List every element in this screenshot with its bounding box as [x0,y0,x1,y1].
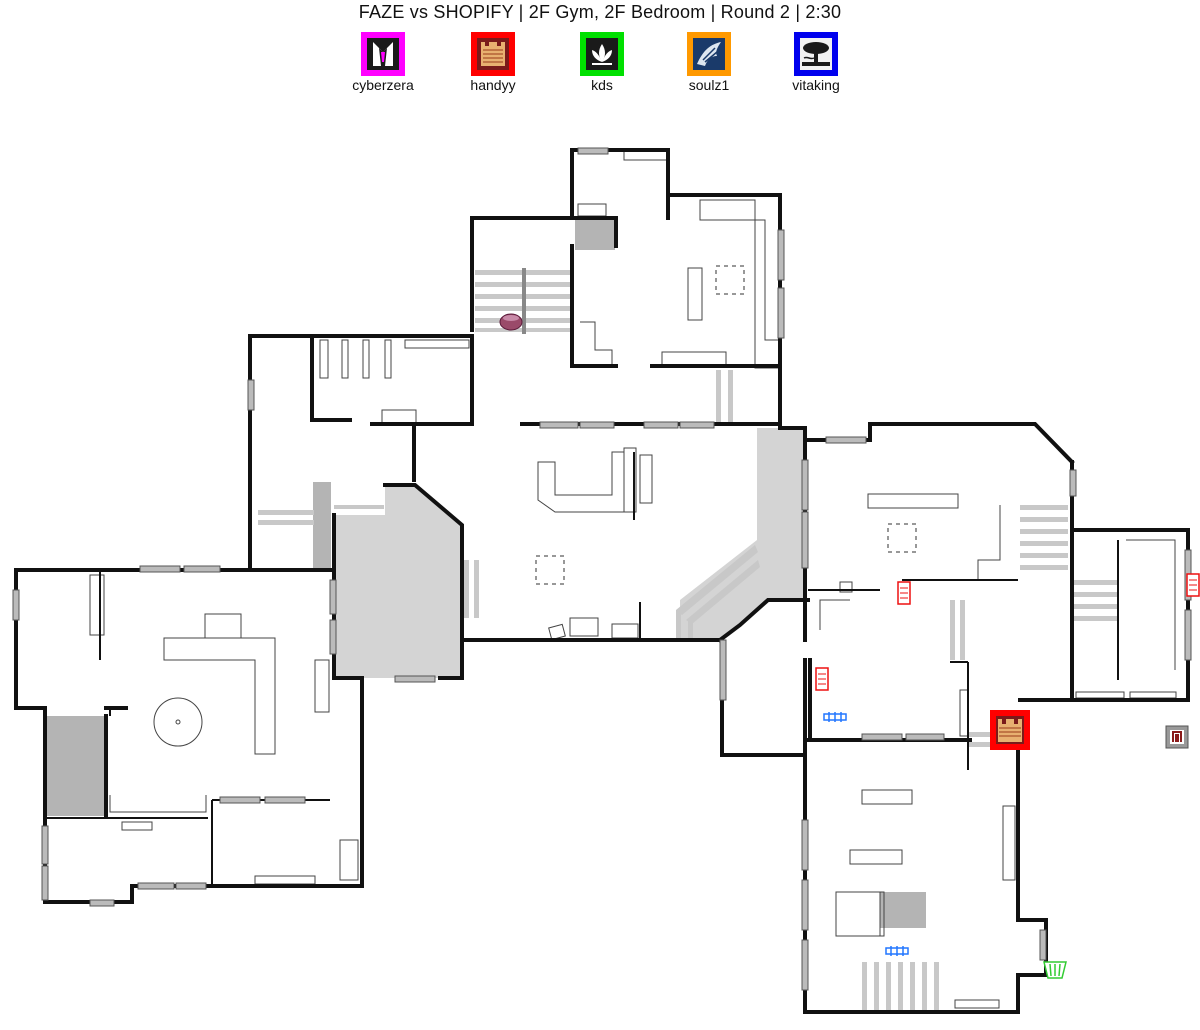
ramp-shaded-area [680,428,805,640]
north-stair-wall [470,216,574,332]
dark-block [575,220,615,250]
tree-operator-icon [800,38,832,70]
stairs-east [1020,505,1118,621]
gadgets [499,313,1200,979]
furniture [89,152,1177,1009]
west-upper-wall [248,334,474,572]
player-soulz1[interactable]: soulz1 [659,32,759,93]
objective-marker [887,523,917,553]
blue-barbed-wire-icon [823,712,847,722]
windows [12,147,1192,991]
player-name: cyberzera [352,77,414,93]
red-gadget-icon [815,667,829,691]
player-name: kds [591,77,613,93]
hall-shaded-area [334,485,462,678]
player-kds[interactable]: kds [552,32,652,93]
player-name: handyy [470,77,516,93]
match-title: FAZE vs SHOPIFY | 2F Gym, 2F Bedroom | R… [358,2,842,22]
wing-operator-icon [693,38,725,70]
operator-handyy-marker [990,710,1030,750]
hall-south-wall [460,638,807,757]
player-badge-handyy [471,32,515,76]
purple-gadget-icon [499,313,523,331]
player-badge-kds [580,32,624,76]
dark-block [880,892,926,928]
player-name: vitaking [792,77,840,93]
castle-operator-icon [477,38,509,70]
player-badge-vitaking [794,32,838,76]
stairs-south [862,962,939,1010]
lotus-operator-icon [586,38,618,70]
top-room-wall [570,148,782,422]
thin-walls [44,452,1119,884]
blue-barbed-wire-icon [885,946,909,956]
hall-octagon-wall [383,483,464,680]
stairs-north [475,268,571,334]
player-vitaking[interactable]: vitaking [766,32,866,93]
player-name: soulz1 [688,77,730,93]
stairs [258,268,1118,1010]
red-gadget-icon [1186,573,1200,597]
objective-marker [535,555,565,585]
suit-operator-icon [367,38,399,70]
player-badge-cyberzera [361,32,405,76]
green-gadget-icon [1043,961,1067,979]
player-handyy[interactable]: handyy [443,32,543,93]
player-cyberzera[interactable]: cyberzera [333,32,433,93]
dark-block [45,716,105,816]
player-badge-soulz1 [687,32,731,76]
red-gadget-icon [897,581,911,605]
hibana-device-icon [1165,725,1189,749]
objective-markers [535,265,917,585]
ramp-railing [676,545,760,640]
objective-marker [715,265,745,295]
dark-block [313,482,331,568]
shaded-areas [45,220,926,928]
short-stairs [258,370,992,747]
